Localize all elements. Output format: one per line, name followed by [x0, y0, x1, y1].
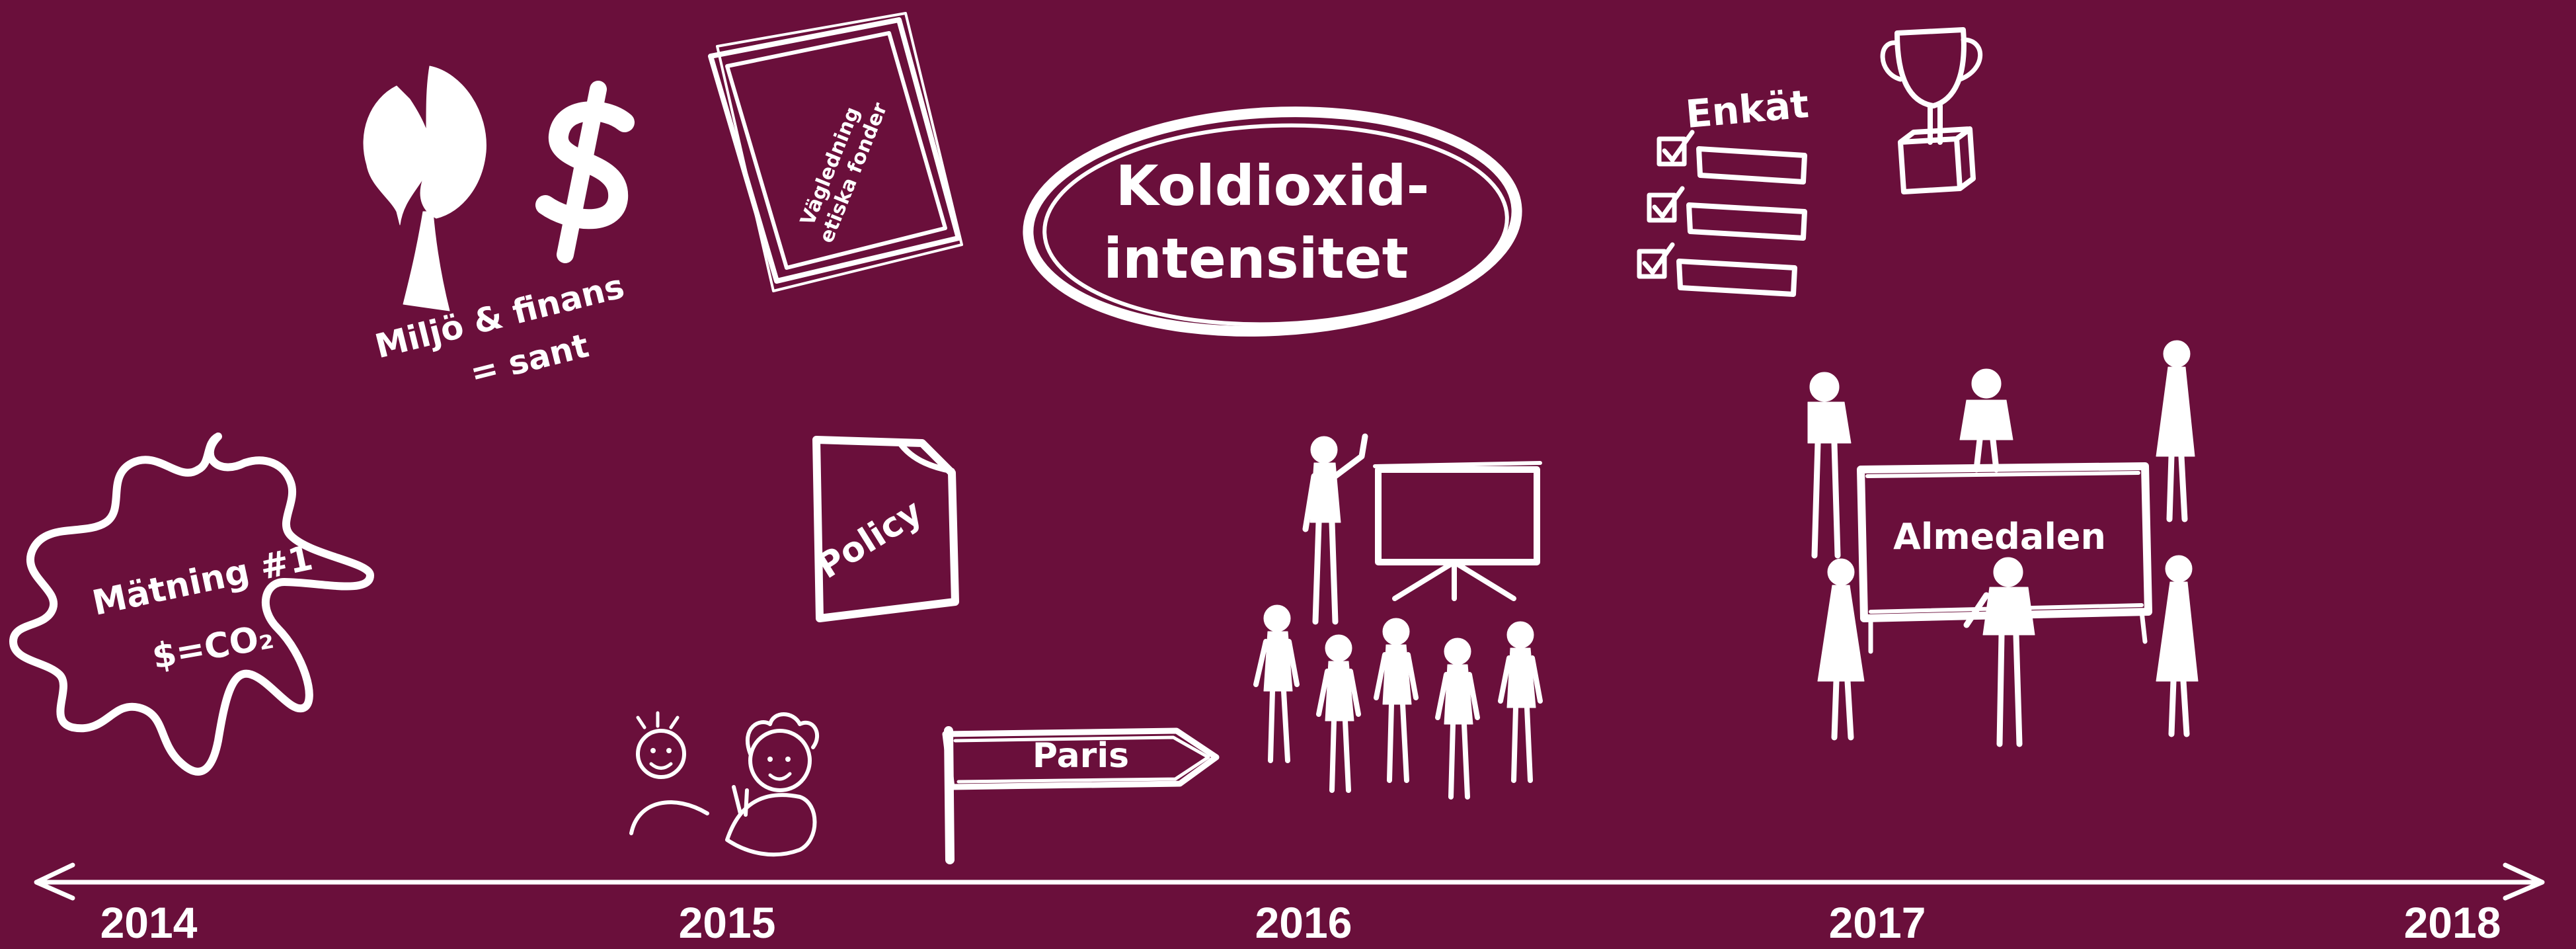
audience-group	[1253, 604, 1543, 800]
co2-oval	[1023, 106, 1522, 337]
paris-label: Paris	[1033, 736, 1129, 776]
group-person	[2156, 340, 2195, 522]
burst-shape	[9, 433, 374, 776]
year-label-2015: 2015	[679, 898, 776, 947]
timeline-axis	[34, 862, 2545, 901]
group-person	[2156, 555, 2199, 737]
year-label-2018: 2018	[2404, 898, 2501, 947]
people-icon	[629, 711, 819, 857]
audience-person	[1316, 634, 1361, 793]
audience-person	[1374, 618, 1419, 783]
audience-person	[1435, 638, 1480, 800]
group-person	[1807, 372, 1852, 559]
year-label-2017: 2017	[1829, 898, 1926, 947]
group-person	[1963, 557, 2035, 747]
group-icon	[1807, 340, 2199, 747]
trophy-icon	[1880, 27, 1983, 194]
co2-label-line2: intensitet	[1103, 226, 1409, 291]
almedalen-label: Almedalen	[1893, 516, 2106, 557]
survey-label: Enkät	[1684, 81, 1811, 137]
year-label-2014: 2014	[100, 898, 198, 947]
dollar-icon	[535, 81, 635, 263]
audience-person	[1498, 621, 1543, 783]
tree-icon	[363, 65, 487, 311]
burst-label-line1: Mätning #1	[89, 538, 317, 624]
co2-label-line1: Koldioxid-	[1116, 153, 1430, 218]
group-person	[1817, 558, 1865, 741]
group-person	[1959, 368, 2013, 473]
presentation-icon	[1302, 433, 1542, 625]
year-label-2016: 2016	[1255, 898, 1352, 947]
checklist-icon	[1637, 130, 1807, 297]
burst-label-line2: $=CO₂	[149, 617, 277, 677]
frame-icon	[708, 12, 963, 292]
document-icon	[812, 436, 959, 622]
signpost-icon	[942, 726, 1220, 864]
policy-label: Policy	[810, 492, 929, 587]
audience-person	[1253, 604, 1300, 763]
